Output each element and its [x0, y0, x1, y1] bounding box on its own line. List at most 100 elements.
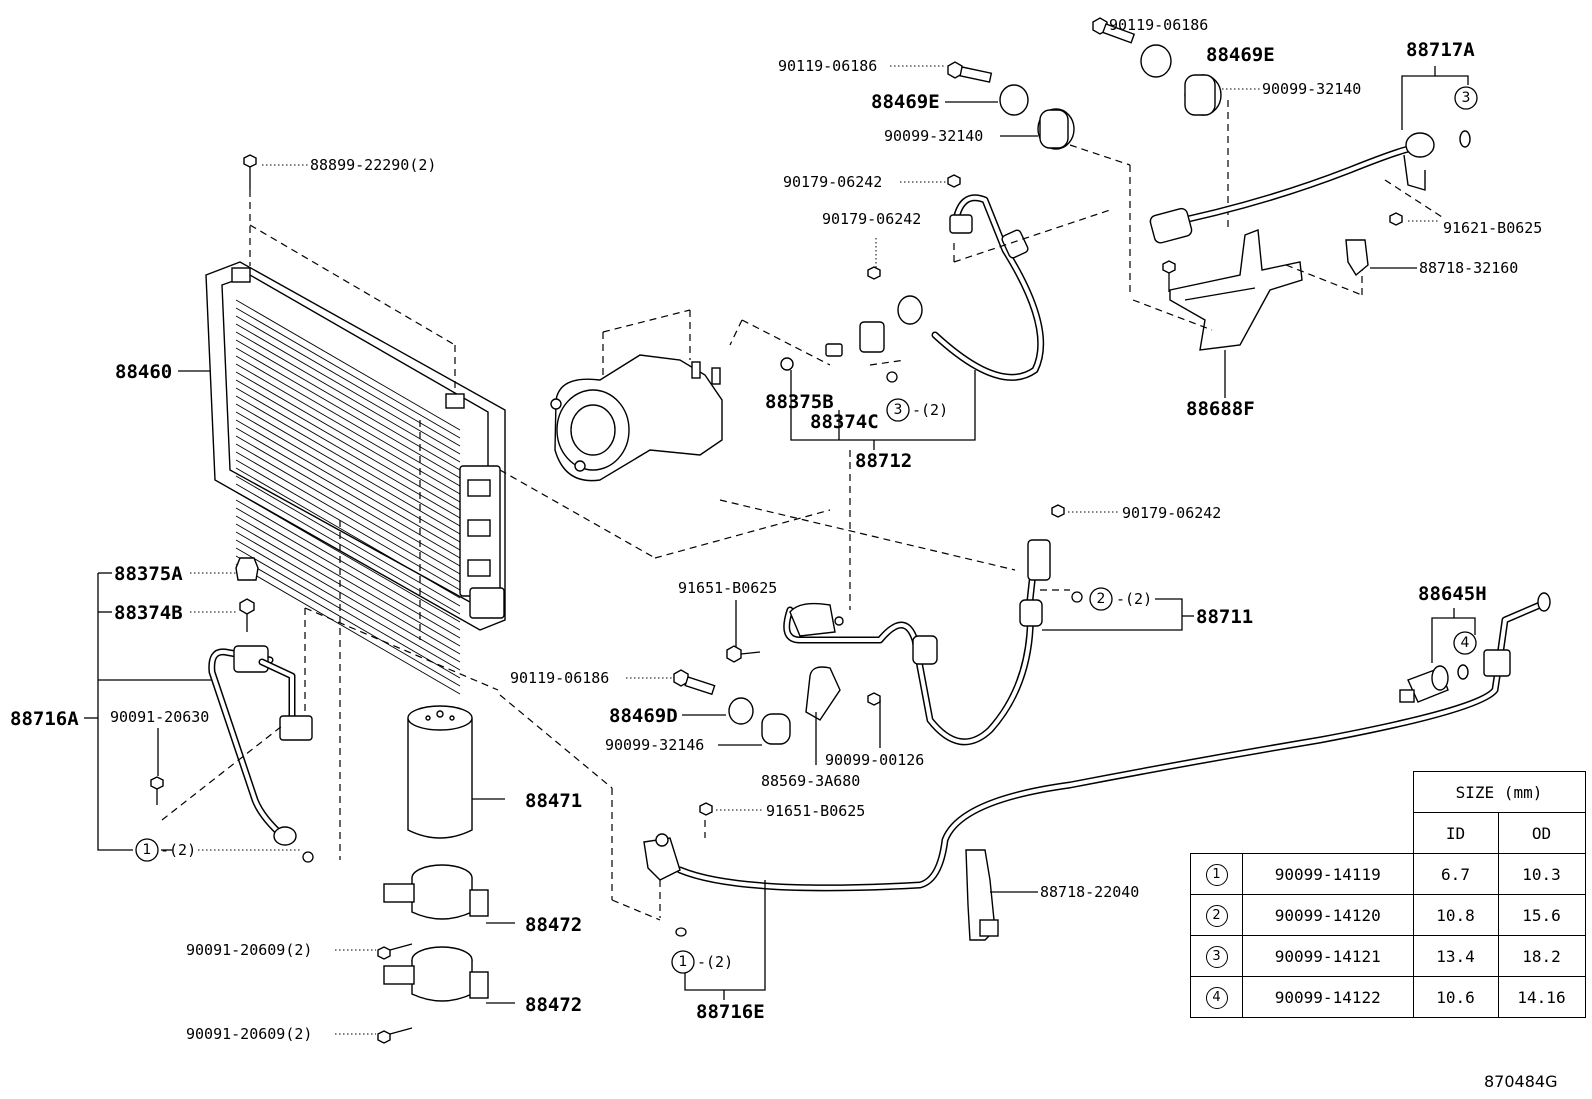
label-88711: 88711: [1196, 606, 1253, 628]
condenser-fin-line: [235, 299, 461, 431]
id-cell: 13.4: [1412, 935, 1499, 977]
oring-marker-3-top: [1454, 86, 1478, 110]
svg-text:-(2): -(2): [160, 841, 196, 859]
condenser-fin-line: [235, 363, 461, 495]
ref-marker: 2: [1205, 904, 1228, 927]
label-90119-06186-top2: 90119-06186: [1109, 16, 1208, 34]
receiver-bracket-upper: [383, 864, 515, 924]
part-number-cell: 90099-14122: [1242, 976, 1414, 1018]
label-88472-lower: 88472: [525, 994, 582, 1016]
label-90179-06242-a: 90179-06242: [783, 173, 882, 191]
ref-marker: 3: [1205, 945, 1228, 968]
condenser-fin-line: [235, 475, 461, 607]
oring-size-table: SIZE (mm) ID OD 1 90099-14119 6.7 10.3 2…: [1190, 771, 1586, 1018]
oring-marker-3-mid: [886, 398, 910, 422]
condenser-fin-line: [235, 307, 461, 439]
col-id-header: ID: [1412, 812, 1499, 854]
condenser-fin-line: [235, 323, 461, 455]
svg-text:3: 3: [894, 402, 903, 418]
condenser-fin-line: [235, 443, 461, 575]
diagram-code: 870484G: [1484, 1072, 1558, 1091]
condenser-fin-line: [235, 331, 461, 463]
pipe-88717a: [1149, 130, 1471, 244]
svg-text:-(2): -(2): [1116, 590, 1152, 608]
condenser-fins: [235, 299, 461, 695]
condenser-fin-line: [235, 483, 461, 615]
svg-text:3: 3: [1462, 90, 1471, 106]
condenser-fin-line: [235, 515, 461, 647]
label-88460: 88460: [115, 361, 172, 383]
table-row: 3 90099-14121 13.4 18.2: [1190, 935, 1586, 977]
label-90119-06186-top1: 90119-06186: [778, 57, 877, 75]
label-90091-20609-upper: 90091-20609(2): [186, 941, 312, 959]
label-88569-3a680: 88569-3A680: [761, 772, 860, 790]
label-90091-20630: 90091-20630: [110, 708, 209, 726]
svg-text:1: 1: [679, 954, 688, 970]
od-cell: 14.16: [1497, 976, 1586, 1018]
label-88471: 88471: [525, 790, 582, 812]
condenser-fin-line: [235, 451, 461, 583]
label-90099-32140-a: 90099-32140: [884, 127, 983, 145]
condenser-fin-line: [235, 539, 461, 671]
od-cell: 15.6: [1497, 894, 1586, 936]
ref-marker: 1: [1205, 863, 1228, 886]
hose-88712: [780, 194, 1111, 450]
condenser-fin-line: [235, 387, 461, 519]
table-row: 2 90099-14120 10.8 15.6: [1190, 894, 1586, 936]
id-cell: 10.6: [1412, 976, 1499, 1018]
condenser-fin-line: [235, 459, 461, 591]
svg-text:1: 1: [143, 842, 152, 858]
condenser-fin-line: [235, 547, 461, 679]
svg-text:2: 2: [1097, 591, 1106, 607]
ref-marker: 4: [1205, 986, 1228, 1009]
label-91621-b0625: 91621-B0625: [1443, 219, 1542, 237]
od-cell: 10.3: [1497, 853, 1586, 895]
oring-marker-4: [1453, 631, 1477, 655]
condenser-fin-line: [235, 419, 461, 551]
condenser-fin-line: [235, 371, 461, 503]
label-91651-b0625-b: 91651-B0625: [766, 802, 865, 820]
receiver-dryer: [407, 705, 505, 839]
label-88374c: 88374C: [810, 411, 879, 433]
receiver-bracket-lower: [383, 946, 515, 1004]
condenser-fin-line: [235, 499, 461, 631]
label-88374b: 88374B: [114, 602, 183, 624]
col-od-header: OD: [1497, 812, 1586, 854]
condenser-fin-line: [235, 427, 461, 559]
label-88718-22040: 88718-22040: [1040, 883, 1139, 901]
top-mount-parts: [947, 17, 1229, 295]
label-88718-32160: 88718-32160: [1419, 259, 1518, 277]
condenser-fin-line: [235, 411, 461, 543]
oring-marker-1-left: [135, 838, 159, 862]
label-90179-06242-b: 90179-06242: [822, 210, 921, 228]
part-number-cell: 90099-14120: [1242, 894, 1414, 936]
compressor-outline: [499, 309, 1016, 610]
label-91651-b0625-a: 91651-B0625: [678, 579, 777, 597]
label-88469d: 88469D: [609, 705, 678, 727]
pipe-88716e: [499, 592, 1551, 1000]
condenser-fin-line: [235, 347, 461, 479]
condenser-fin-line: [235, 355, 461, 487]
size-table-header-row: SIZE (mm): [1191, 771, 1586, 813]
label-88716e: 88716E: [696, 1001, 765, 1023]
bracket-88688f: [1132, 229, 1363, 398]
label-88716a: 88716A: [10, 708, 79, 730]
label-88375a: 88375A: [114, 563, 183, 585]
svg-text:-(2): -(2): [697, 953, 733, 971]
condenser-fin-line: [235, 507, 461, 639]
oring-marker-1-mid: [671, 950, 695, 974]
condenser-fin-line: [235, 339, 461, 471]
label-88472-upper: 88472: [525, 914, 582, 936]
oring-marker-2: [1089, 587, 1113, 611]
label-90091-20609-lower: 90091-20609(2): [186, 1025, 312, 1043]
condenser-fin-line: [235, 467, 461, 599]
size-header: SIZE (mm): [1412, 771, 1586, 813]
condenser-fin-line: [235, 491, 461, 623]
table-row: 4 90099-14122 10.6 14.16: [1190, 976, 1586, 1018]
svg-text:-(2): -(2): [912, 401, 948, 419]
label-88717a: 88717A: [1406, 39, 1475, 61]
label-90179-06242-c: 90179-06242: [1122, 504, 1221, 522]
condenser-fin-line: [235, 403, 461, 535]
label-88469e-a: 88469E: [871, 91, 940, 113]
